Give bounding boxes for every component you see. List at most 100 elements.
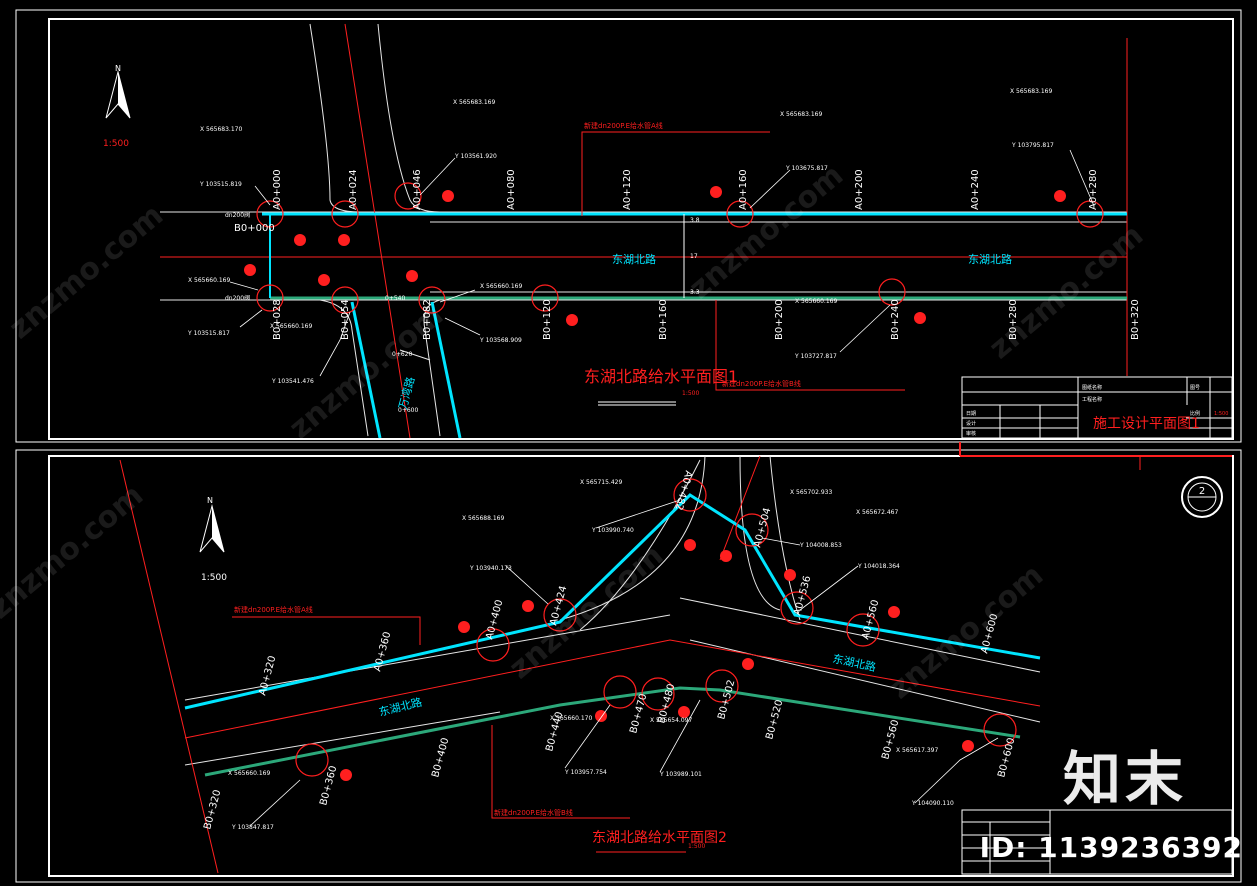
station2-a-6: A0+536 [792,575,813,617]
sheet2-inner-frame [48,455,1234,877]
station-b-3: B0+082 [422,299,433,340]
coord-1-5: Y 103675.817 [785,165,828,172]
station-b-8: B0+280 [1008,299,1019,340]
coord-1-0: X 565683.170 [200,126,242,133]
station-b-2: B0+054 [340,299,351,340]
tb1-cell-4: 日期 [966,411,976,417]
coord-2-15: Y 104090.110 [911,800,954,807]
sheet1-title: 东湖北路给水平面图1 [584,367,738,386]
coord-2-8: X 565660.169 [228,770,270,777]
watermark-id: ID: 1139236392 [979,831,1243,864]
coord-1-13: X 565660.169 [795,298,837,305]
coord-2-10: X 565660.170 [550,715,592,722]
sheet1-title-scale: 1:500 [682,390,699,397]
station-b-7: B0+240 [890,299,901,340]
sheet2-title-scale: 1:500 [688,843,705,850]
station2-b-7: B0+520 [764,699,785,741]
station2-b-8: B0+560 [880,719,901,761]
sheet1-plan [160,23,1232,457]
dim-3: 3.3 [690,289,700,296]
station-small-2: 0+600 [398,407,418,414]
sheet1-outer-frame [15,9,1242,443]
road-name-3: 万湾路 [395,375,417,410]
station2-a-4: A0+482 [673,469,694,511]
title-block-1-name: 施工设计平面图1 [1093,416,1200,432]
station-a-7: A0+240 [970,169,981,210]
station-b-0: B0+000 [234,223,275,234]
pipe-note-a2: 新建dn200P.E给水管A线 [234,605,313,614]
station-b-1: B0+028 [272,299,283,340]
station-b-6: B0+200 [774,299,785,340]
station2-b-1: B0+360 [318,765,339,807]
coord-1-12: Y 103568.909 [479,337,522,344]
coord-1-4: X 565683.169 [780,111,822,118]
coord-2-7: Y 103940.173 [469,565,512,572]
tb1-cell-0: 图纸名称 [1082,384,1102,391]
station-a-5: A0+160 [738,169,749,210]
coord-2-6: Y 104018.364 [857,563,900,570]
station2-b-9: B0+600 [996,737,1017,779]
station2-b-0: B0+320 [202,789,223,831]
station2-b-2: B0+400 [430,737,451,779]
pipe-note-b2: 新建dn200P.E给水管B线 [494,808,573,817]
coord-1-15: Y 103541.476 [271,378,314,385]
station-a-1: A0+024 [348,169,359,210]
watermark-logo: 知末 [1062,745,1187,813]
coord-2-14: X 565617.397 [896,747,938,754]
tb1-cell-5: 设计 [966,420,976,427]
watermark-site: znzmo.com znzmo.com znzmo.com znzmo.com … [0,158,1150,706]
sheet-marker: 2 [1199,486,1205,497]
station2-a-1: A0+360 [372,631,393,673]
station-a-4: A0+120 [622,169,633,210]
north-label-1: N [115,64,121,73]
wm-site-1: znzmo.com [3,198,170,346]
station-a-8: A0+280 [1088,169,1099,210]
station-a-0: A0+000 [272,169,283,210]
station2-b-3: B0+440 [544,711,565,753]
coord-1-2: X 565683.169 [453,99,495,106]
coord-1-6: X 565683.169 [1010,88,1052,95]
north-label-2: N [207,496,213,505]
sheet2-title: 东湖北路给水平面图2 [592,830,727,846]
sheet2-outer-frame [15,449,1242,883]
station-a-2: A0+046 [412,169,423,210]
valve-label-1: dn200阀 [225,211,250,219]
coord-2-12: X 565654.097 [650,717,692,724]
pipe-note-b1: 新建dn200P.E给水管B线 [722,379,801,388]
sheet2-plan [119,455,1233,875]
coord-1-1: Y 103515.819 [199,181,242,188]
station-small-3: 0+540 [385,295,405,302]
coord-2-9: Y 103847.817 [231,824,274,831]
coord-2-5: X 565672.467 [856,509,898,516]
wm-site-3: znzmo.com [683,158,850,306]
station-small-1: 0+620 [392,351,412,358]
tb1-cell-2: 图号 [1190,385,1200,391]
station-b-4: B0+120 [542,299,553,340]
pipe-note-a1: 新建dn200P.E给水管A线 [584,121,663,130]
coord-2-3: X 565702.933 [790,489,832,496]
coord-2-4: Y 104008.853 [799,542,842,549]
station-b-5: B0+160 [658,299,669,340]
north-arrow-2-fill-icon [212,506,224,552]
tb1-cell-3: 比例 [1190,410,1200,417]
coord-1-10: X 565660.169 [270,323,312,330]
coord-2-0: X 565715.429 [580,479,622,486]
station2-b-6: B0+502 [716,679,737,721]
tb1-cell-6: 审核 [966,430,976,437]
wm-site-7: znzmo.com [883,558,1050,706]
scale-1: 1:500 [103,139,129,149]
north-arrow-fill-icon [118,72,130,118]
coord-1-8: X 565660.169 [188,277,230,284]
station-b-9: B0+320 [1130,299,1141,340]
coord-2-2: Y 103990.740 [591,527,634,534]
coord-2-1: X 565688.169 [462,515,504,522]
dim-1: 3.8 [690,217,700,224]
coord-1-14: Y 103727.817 [794,353,837,360]
tb1-cell-1: 工程名称 [1082,396,1102,403]
title-block-1 [961,376,1233,439]
station2-b-4: B0+470 [628,693,649,735]
station2-a-0: A0+320 [257,655,278,697]
coord-2-13: Y 103989.101 [659,771,702,778]
coord-1-9: Y 103515.817 [187,330,230,337]
dim-2: 17 [690,253,698,260]
